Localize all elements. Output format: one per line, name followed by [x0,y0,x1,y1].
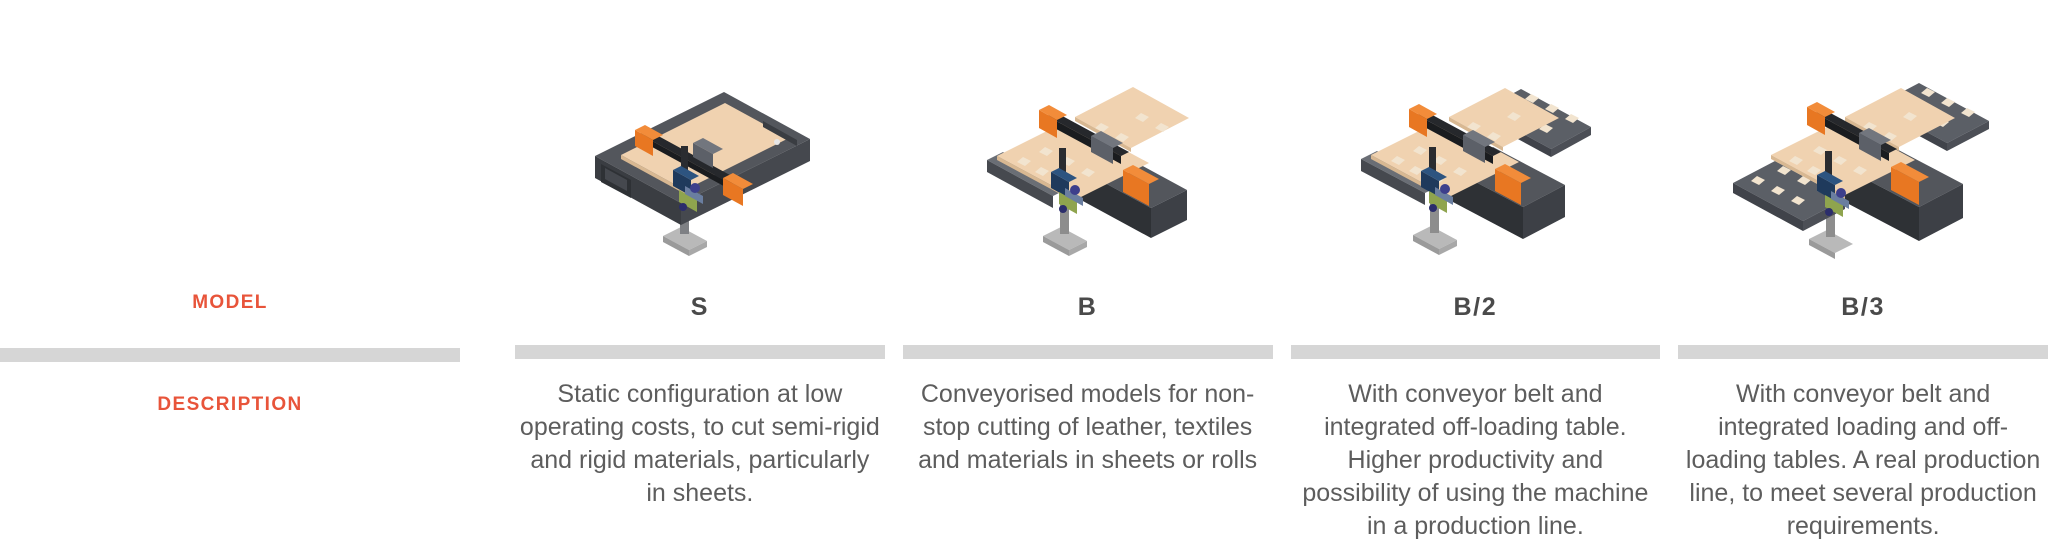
column-divider-s [515,345,885,359]
model-name-s: S [690,293,710,321]
cutting-machine-static-icon [594,92,810,256]
description-b2: With conveyor belt and integrated off-lo… [1302,380,1649,540]
description-b: Conveyorised models for non-stop cutting… [918,380,1258,474]
label-column-divider [0,348,460,362]
description-s: Static configuration at low operating co… [519,380,880,507]
model-name-b2: B/2 [1453,293,1498,321]
column-divider-b [902,345,1273,359]
machine-image-s [515,10,885,275]
column-divider-b2 [1290,345,1661,359]
model-name-b: B [1077,293,1098,321]
description-b3: With conveyor belt and integrated loadin… [1685,380,2041,540]
row-label-description: DESCRIPTION [157,394,303,415]
machine-image-b3 [1678,10,2048,275]
row-label-column: MODEL DESCRIPTION [0,0,460,540]
product-column-b3[interactable]: B/3 With conveyor belt and integrated lo… [1678,0,2048,540]
product-columns: S Static configuration at low operating … [515,0,2048,540]
cutting-machine-conveyor-load-offload-icon [1733,83,1990,259]
machine-image-b [903,10,1273,275]
product-column-s[interactable]: S Static configuration at low operating … [515,0,885,540]
product-column-b[interactable]: B Conveyorised models for non-stop cutti… [902,0,1273,540]
model-name-b3: B/3 [1841,293,1885,321]
cutting-machine-conveyor-icon [986,87,1189,256]
machine-image-b2 [1291,10,1661,275]
cutting-machine-conveyor-offload-icon [1360,88,1591,255]
column-divider-b3 [1678,345,2048,359]
product-column-b2[interactable]: B/2 With conveyor belt and integrated of… [1290,0,1661,540]
row-label-model: MODEL [192,292,268,313]
